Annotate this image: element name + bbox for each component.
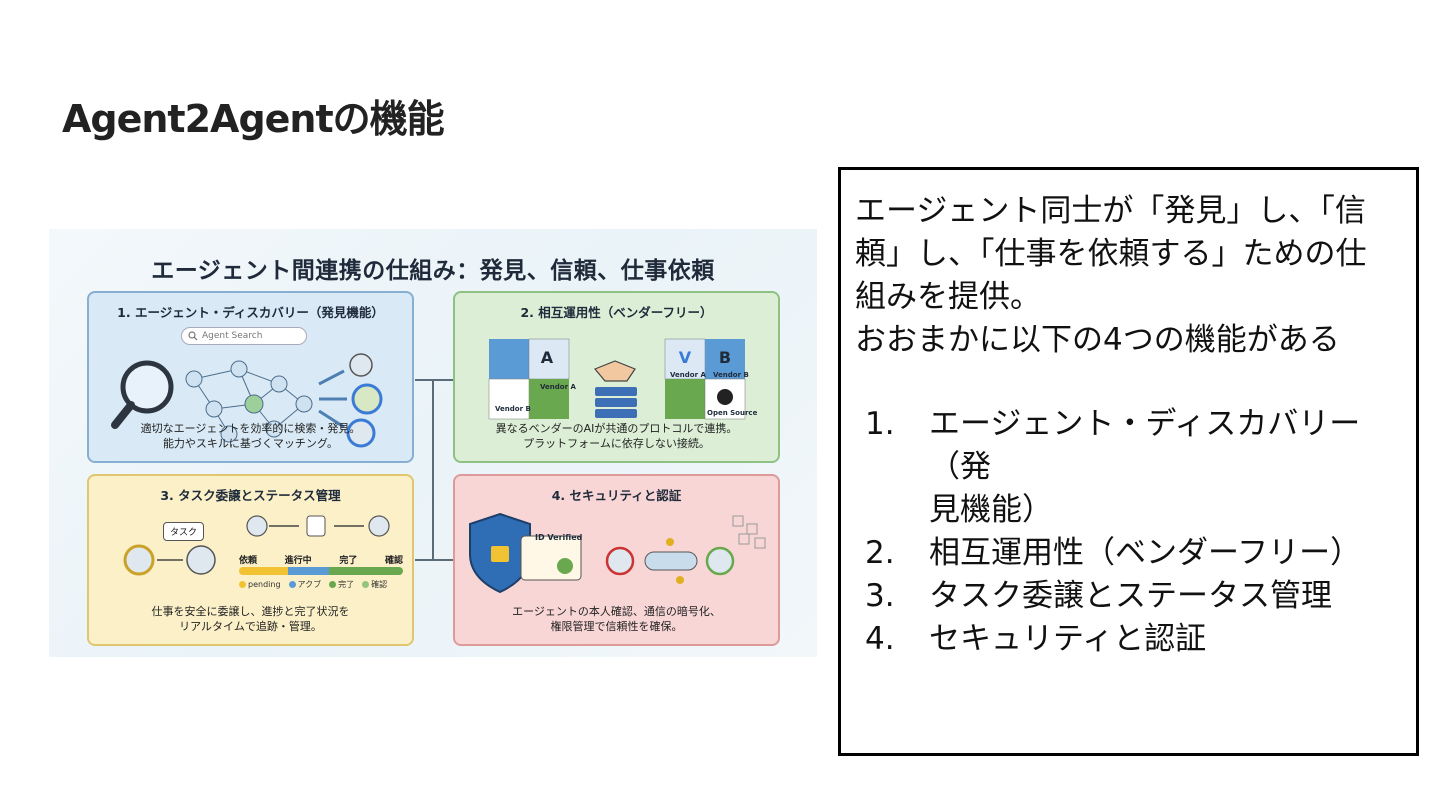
desc-line: 能力やスキルに基づくマッチング。: [89, 436, 412, 451]
connector-line: [432, 379, 434, 559]
infographic-image: エージェント間連携の仕組み：発見、信頼、仕事依頼 1. エージェント・ディスカバ…: [49, 229, 817, 657]
panel-title: 1. エージェント・ディスカバリー（発見機能）: [89, 302, 412, 321]
desc-line: 適切なエージェントを効率的に検索・発見。: [89, 421, 412, 436]
panel-description: エージェントの本人確認、通信の暗号化、 権限管理で信頼性を確保。: [455, 604, 778, 634]
desc-line: エージェントの本人確認、通信の暗号化、: [455, 604, 778, 619]
intro-line: エージェント同士が「発見」し、「信: [855, 190, 1395, 233]
step-label: 進行中: [285, 553, 312, 566]
legend-label: アクブ: [298, 579, 322, 590]
list-text: 相互運用性（ベンダーフリー）: [929, 532, 1405, 575]
desc-line: 権限管理で信頼性を確保。: [455, 619, 778, 634]
panel-title: 3. タスク委譲とステータス管理: [89, 485, 412, 504]
vendor-label: Vendor A: [540, 383, 576, 391]
puzzle-icon: V B: [665, 339, 745, 419]
slide-title: Agent2Agentの機能: [62, 88, 444, 143]
step-label: 依頼: [239, 553, 257, 566]
server-icon: [595, 387, 637, 418]
panel-description: 仕事を安全に委譲し、進捗と完了状況を リアルタイムで追跡・管理。: [89, 604, 412, 634]
panel-title: 2. 相互運用性（ベンダーフリー）: [455, 302, 778, 321]
desc-line: プラットフォームに依存しない接続。: [455, 436, 778, 451]
panel-task-delegation: 3. タスク委譲とステータス管理 タスク 依頼 進行中 完了 確認: [87, 474, 414, 646]
panel-description: 異なるベンダーのAIが共通のプロトコルで連携。 プラットフォームに依存しない接続…: [455, 421, 778, 451]
connector-line: [415, 379, 453, 381]
id-card-icon: [521, 536, 581, 580]
step-label: 確認: [385, 553, 403, 566]
blockchain-icon: [733, 516, 765, 548]
list-number: 4.: [865, 618, 929, 661]
id-verified-label: ID Verified: [535, 533, 582, 542]
svg-text:A: A: [541, 348, 554, 367]
feature-list: 1. エージェント・ディスカバリー（発 見機能） 2. 相互運用性（ベンダーフリ…: [865, 403, 1405, 661]
list-item: 2. 相互運用性（ベンダーフリー）: [865, 532, 1405, 575]
list-number: 2.: [865, 532, 929, 575]
panel-interoperability: 2. 相互運用性（ベンダーフリー） A V: [453, 291, 780, 463]
list-item: 3. タスク委譲とステータス管理: [865, 575, 1405, 618]
legend-label: 確認: [371, 579, 387, 590]
list-item: 1. エージェント・ディスカバリー（発 見機能）: [865, 403, 1405, 532]
search-placeholder: Agent Search: [202, 331, 262, 341]
list-item: 4. セキュリティと認証: [865, 618, 1405, 661]
svg-text:V: V: [679, 348, 692, 367]
search-icon: [188, 331, 198, 341]
panel-title: 4. セキュリティと認証: [455, 485, 778, 504]
step-label: 完了: [339, 553, 357, 566]
list-text-line: エージェント・ディスカバリー（発: [929, 403, 1405, 489]
status-steps: 依頼 進行中 完了 確認: [239, 553, 403, 566]
intro-line: 組みを提供。: [855, 276, 1395, 319]
desc-line: 仕事を安全に委譲し、進捗と完了状況を: [89, 604, 412, 619]
list-number: 3.: [865, 575, 929, 618]
list-number: 1.: [865, 403, 929, 532]
handshake-icon: [595, 361, 635, 381]
intro-text: エージェント同士が「発見」し、「信 頼」し、「仕事を依頼する」ための仕 組みを提…: [855, 190, 1395, 362]
infographic-title: エージェント間連携の仕組み：発見、信頼、仕事依頼: [49, 251, 817, 285]
svg-text:B: B: [719, 348, 731, 367]
legend-label: pending: [248, 580, 281, 589]
panel-security: 4. セキュリティと認証: [453, 474, 780, 646]
list-text: エージェント・ディスカバリー（発 見機能）: [929, 403, 1405, 532]
security-illustration: [455, 506, 782, 606]
status-progress-bar: [239, 567, 403, 575]
list-text: タスク委譲とステータス管理: [929, 575, 1405, 618]
magnifier-icon: [115, 363, 171, 425]
legend-label: 完了: [338, 579, 354, 590]
intro-line: 頼」し、「仕事を依頼する」ための仕: [855, 233, 1395, 276]
panel-discovery: 1. エージェント・ディスカバリー（発見機能） Agent Search: [87, 291, 414, 463]
connector-line: [415, 559, 453, 561]
list-text: セキュリティと認証: [929, 618, 1405, 661]
encrypted-tunnel-icon: [645, 552, 697, 570]
vendor-label: Open Source: [707, 409, 757, 417]
desc-line: 異なるベンダーのAIが共通のプロトコルで連携。: [455, 421, 778, 436]
panel-description: 適切なエージェントを効率的に検索・発見。 能力やスキルに基づくマッチング。: [89, 421, 412, 451]
vendor-label: Vendor B: [713, 371, 749, 379]
document-icon: [307, 516, 325, 536]
intro-line: おおまかに以下の4つの機能がある: [855, 319, 1395, 362]
arrow-icon: [319, 371, 347, 427]
agent-search-bar: Agent Search: [181, 327, 307, 345]
list-text-line: 見機能）: [929, 489, 1405, 532]
vendor-label: Vendor B: [495, 405, 531, 413]
vendor-label: Vendor A: [670, 371, 706, 379]
desc-line: リアルタイムで追跡・管理。: [89, 619, 412, 634]
description-textbox[interactable]: エージェント同士が「発見」し、「信 頼」し、「仕事を依頼する」ための仕 組みを提…: [838, 167, 1419, 756]
status-legend: pending アクブ 完了 確認: [239, 579, 419, 590]
